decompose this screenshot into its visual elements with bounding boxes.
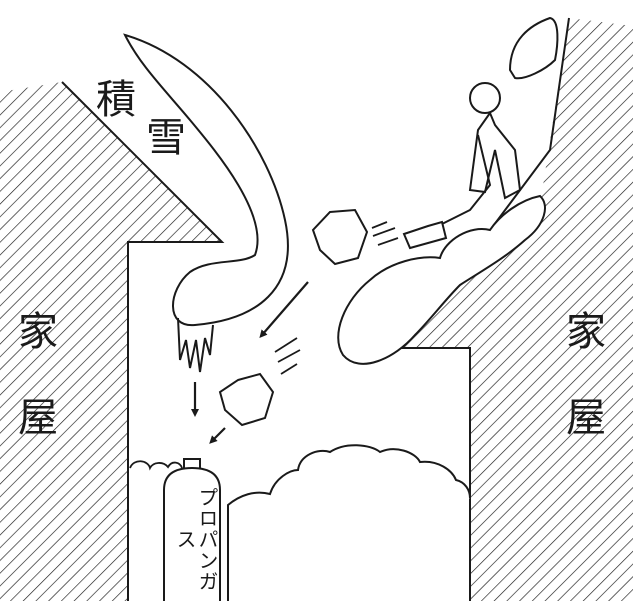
person-head [469, 82, 501, 114]
roof-snow-lump [508, 16, 559, 80]
propane-tank [163, 458, 221, 601]
arrow-chunk-to-tank [209, 427, 226, 444]
label-snow-char1: 積 [96, 77, 136, 123]
motion-lines-upper [371, 221, 399, 246]
tank-body [163, 466, 221, 601]
snow-debris [129, 460, 183, 471]
left-house-wall [0, 82, 222, 601]
person-arm [439, 134, 492, 226]
motion-lines-lower [274, 337, 301, 375]
label-snow-char2: 雪 [146, 115, 186, 161]
label-left-house-char2: 屋 [18, 395, 58, 441]
falling-chunk-lower [218, 372, 275, 427]
icicles [177, 317, 214, 373]
falling-chunk-upper [311, 208, 369, 266]
label-right-house-char2: 屋 [566, 395, 606, 441]
person-shoveling [402, 82, 522, 250]
arrow-chunk-fall [259, 281, 309, 339]
label-right-house-char1: 家 [566, 309, 606, 355]
right-house-wall [402, 18, 633, 601]
label-propane-gas: プロパンガス [173, 487, 219, 592]
snow-overhang [123, 33, 289, 327]
person-body [468, 110, 522, 200]
ground-snow-pile [227, 444, 471, 601]
sliding-snow-mass [337, 194, 546, 365]
left-house-outline [61, 81, 225, 601]
label-left-house-char1: 家 [18, 309, 58, 355]
shovel [402, 220, 448, 250]
